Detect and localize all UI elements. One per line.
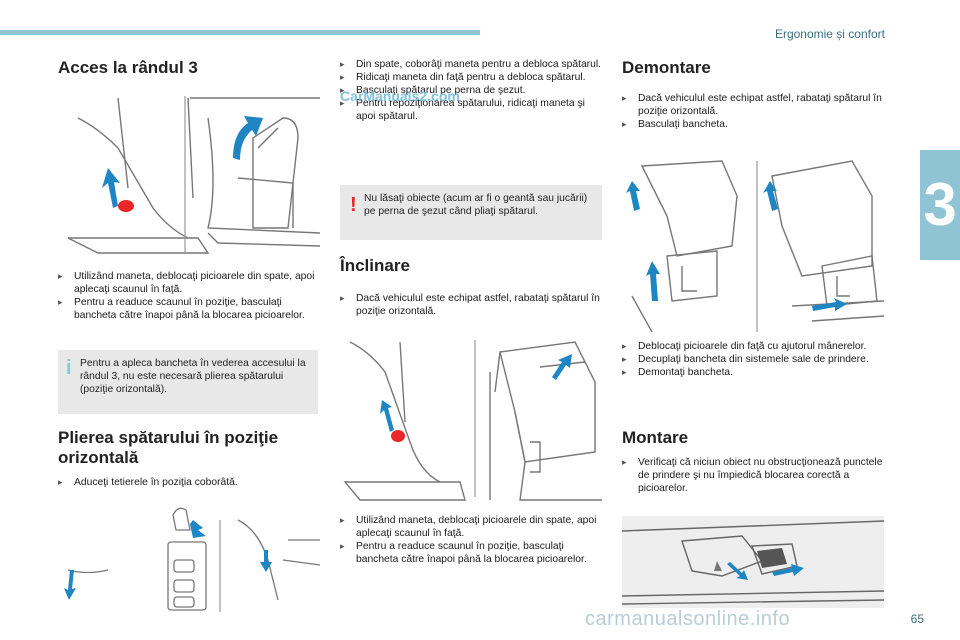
list-item: ▸ Aduceţi tetierele în poziţia coborâtă. <box>58 476 318 489</box>
bullet-icon: ▸ <box>340 72 345 82</box>
bullet-icon: ▸ <box>622 354 627 364</box>
list-item: ▸ Ridicaţi maneta din faţă pentru a deblo… <box>340 71 602 84</box>
list-item: ▸ Dacă vehiculul este echipat astfel, rab… <box>622 92 884 118</box>
page-number: 65 <box>910 612 924 626</box>
warning-icon: ! <box>350 194 357 216</box>
bullet-icon: ▸ <box>340 59 345 69</box>
watermark-bottom: carmanualsonline.info <box>585 608 791 630</box>
list-item: ▸ Dacă vehiculul este echipat astfel, rab… <box>340 292 602 318</box>
bullet-icon: ▸ <box>58 477 63 487</box>
step-text: Deblocaţi picioarele din faţă cu ajutoru… <box>638 341 867 352</box>
section-title: Ergonomie și confort <box>774 27 885 41</box>
col2-steps2: ▸ Dacă vehiculul este echipat astfel, rab… <box>340 292 602 318</box>
chapter-number: 3 <box>923 171 957 238</box>
col3-steps3: ▸ Verificaţi că niciun obiect nu obstrucţ… <box>622 456 884 495</box>
step-text: Pentru repoziţionarea spătarului, ridica… <box>356 98 585 122</box>
col1-steps2: ▸ Aduceţi tetierele în poziţia coborâtă. <box>58 476 318 489</box>
watermark-top: CarManuals2.com <box>340 88 460 104</box>
bullet-icon: ▸ <box>58 297 63 307</box>
section-heading-install: Montare <box>622 428 689 447</box>
warning-note: ! Nu lăsaţi obiecte (acum ar fi o geantă… <box>340 185 602 240</box>
col3-title-wrap: Demontare <box>622 58 884 78</box>
step-text: Dacă vehiculul este echipat astfel, raba… <box>356 293 600 317</box>
col3-steps: ▸ Dacă vehiculul este echipat astfel, rab… <box>622 92 884 131</box>
bullet-icon: ▸ <box>622 119 627 129</box>
illustration-access-row3 <box>58 88 320 260</box>
col3-steps2: ▸ Deblocaţi picioarele din faţă cu ajutor… <box>622 340 884 379</box>
step-text: Basculaţi spătarul pe perna de şezut. <box>356 85 526 96</box>
bullet-icon: ▸ <box>622 341 627 351</box>
step-text: Demontaţi bancheta. <box>638 367 734 378</box>
bullet-icon: ▸ <box>340 515 345 525</box>
list-item: ▸ Din spate, coborâţi maneta pentru a deb… <box>340 58 602 71</box>
info-icon: i <box>66 357 72 379</box>
step-text: Verificaţi că niciun obiect nu obstrucţi… <box>638 457 883 494</box>
section-heading-recline: Înclinare <box>340 256 410 275</box>
col1-title-wrap: Acces la rândul 3 <box>58 58 318 78</box>
illustration-install <box>622 516 884 608</box>
step-text: Pentru a readuce scaunul în poziţie, bas… <box>74 297 305 321</box>
list-item: ▸ Utilizând maneta, deblocaţi picioarele … <box>340 514 602 540</box>
step-text: Decuplaţi bancheta din sistemele sale de… <box>638 354 869 365</box>
step-text: Aduceţi tetierele în poziţia coborâtă. <box>74 477 238 488</box>
list-item: ▸ Decuplaţi bancheta din sistemele sale d… <box>622 353 884 366</box>
list-item: ▸ Basculaţi bancheta. <box>622 118 884 131</box>
bullet-icon: ▸ <box>340 541 345 551</box>
bullet-icon: ▸ <box>622 93 627 103</box>
note-text: Nu lăsaţi obiecte (acum ar fi o geantă s… <box>364 193 588 217</box>
col1-title: Acces la rândul 3 <box>58 58 198 77</box>
list-item: ▸ Basculaţi spătarul pe perna de şezut. <box>340 84 602 97</box>
col1-title2-wrap: Plierea spătarului în poziţie orizontală <box>58 428 318 468</box>
bullet-icon: ▸ <box>340 98 345 108</box>
bullet-icon: ▸ <box>622 457 627 467</box>
list-item: ▸ Demontaţi bancheta. <box>622 366 884 379</box>
note-text: Pentru a apleca bancheta în vederea acce… <box>80 358 306 395</box>
list-item: ▸ Pentru a readuce scaunul în poziţie, ba… <box>340 540 602 566</box>
illustration-headrests <box>58 500 320 612</box>
list-item: ▸ Verificaţi că niciun obiect nu obstrucţ… <box>622 456 884 495</box>
step-text: Dacă vehiculul este echipat astfel, raba… <box>638 93 882 117</box>
info-note: i Pentru a apleca bancheta în vederea ac… <box>58 350 318 414</box>
bullet-icon: ▸ <box>340 85 345 95</box>
bullet-icon: ▸ <box>340 293 345 303</box>
list-item: ▸ Utilizând maneta, deblocaţi picioarele … <box>58 270 318 296</box>
step-text: Utilizând maneta, deblocaţi picioarele d… <box>74 271 315 295</box>
bullet-icon: ▸ <box>622 367 627 377</box>
col2-steps: ▸ Din spate, coborâţi maneta pentru a deb… <box>340 58 602 123</box>
col1-steps: ▸ Utilizând maneta, deblocaţi picioarele … <box>58 270 318 322</box>
chapter-tab <box>920 150 960 260</box>
col2-steps3: ▸ Utilizând maneta, deblocaţi picioarele … <box>340 514 602 566</box>
step-text: Ridicaţi maneta din faţă pentru a debloc… <box>356 72 586 83</box>
illustration-recline <box>340 332 602 504</box>
list-item: ▸ Deblocaţi picioarele din faţă cu ajutor… <box>622 340 884 353</box>
col3-title2-wrap: Montare <box>622 428 884 448</box>
list-item: ▸ Pentru repoziţionarea spătarului, ridic… <box>340 97 602 123</box>
section-heading-removal: Demontare <box>622 58 711 77</box>
step-text: Pentru a readuce scaunul în poziţie, bas… <box>356 541 587 565</box>
step-text: Din spate, coborâţi maneta pentru a debl… <box>356 59 601 70</box>
top-accent-bar <box>0 30 480 35</box>
step-text: Basculaţi bancheta. <box>638 119 728 130</box>
section-heading-fold-back: Plierea spătarului în poziţie orizontală <box>58 428 279 467</box>
step-text: Utilizând maneta, deblocaţi picioarele d… <box>356 515 597 539</box>
bullet-icon: ▸ <box>58 271 63 281</box>
col2-title-wrap: Înclinare <box>340 256 602 276</box>
list-item: ▸ Pentru a readuce scaunul în poziţie, ba… <box>58 296 318 322</box>
illustration-removal <box>622 156 884 332</box>
